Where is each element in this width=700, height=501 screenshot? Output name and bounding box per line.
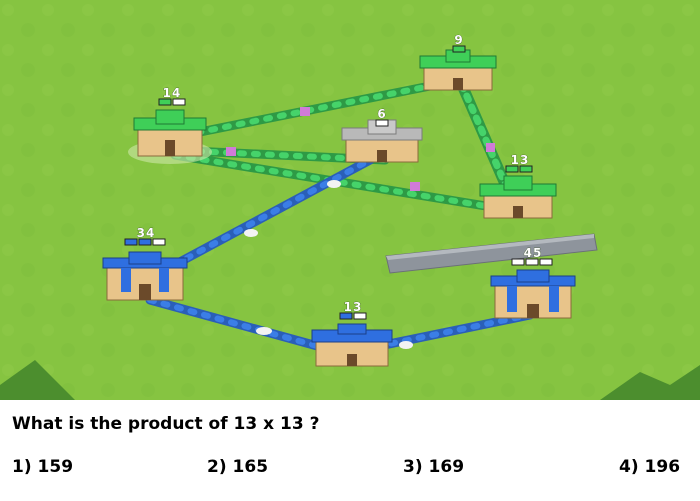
level-bar <box>158 98 186 106</box>
castle-blue-13[interactable] <box>311 323 393 367</box>
option-value: 169 <box>428 457 465 477</box>
troop-count: 13 <box>511 153 530 167</box>
troop-count: 45 <box>524 246 543 260</box>
castle-labels: 14 9 6 13 34 1 <box>124 33 553 320</box>
troop-count: 9 <box>454 33 463 47</box>
option-number: 1) <box>12 457 32 477</box>
stone-wall <box>385 233 598 274</box>
unit-white <box>327 180 341 188</box>
option-value: 165 <box>232 457 269 477</box>
quiz-panel: What is the product of 13 x 13 ? 1) 159 … <box>0 400 700 501</box>
troop-count: 13 <box>344 300 363 314</box>
unit-white <box>399 341 413 349</box>
troop-count: 14 <box>163 86 182 100</box>
castle-green-9[interactable] <box>419 49 497 91</box>
units <box>226 107 495 349</box>
level-bar <box>375 119 389 127</box>
option-value: 196 <box>644 457 681 477</box>
troop-count: 6 <box>377 107 386 121</box>
unit-pink <box>410 182 420 191</box>
castle-green-14[interactable] <box>128 109 212 164</box>
castle-neutral-6[interactable] <box>341 119 423 163</box>
game-scene: 14 9 6 13 34 1 <box>0 0 700 400</box>
castle-blue-34[interactable] <box>102 251 188 301</box>
level-bar <box>511 258 553 266</box>
level-bar <box>505 165 533 173</box>
answer-option-3[interactable]: 3) 169 <box>403 457 464 477</box>
castle-blue-45[interactable] <box>490 269 576 319</box>
level-bar <box>452 45 466 53</box>
unit-pink <box>486 143 495 152</box>
quiz-question: What is the product of 13 x 13 ? <box>12 414 320 434</box>
option-number: 2) <box>207 457 227 477</box>
troop-count: 34 <box>137 226 156 240</box>
hill-left <box>0 360 75 400</box>
hill-right <box>600 365 700 400</box>
answer-option-4[interactable]: 4) 196 <box>619 457 680 477</box>
answer-option-2[interactable]: 2) 165 <box>207 457 268 477</box>
castle-green-13[interactable] <box>479 175 557 219</box>
option-number: 4) <box>619 457 639 477</box>
level-bar <box>339 312 367 320</box>
unit-white <box>244 229 258 237</box>
unit-pink <box>300 107 310 116</box>
unit-white <box>256 327 272 335</box>
level-bar <box>124 238 166 246</box>
option-number: 3) <box>403 457 423 477</box>
game-board: 14 9 6 13 34 1 <box>0 0 700 400</box>
unit-pink <box>226 147 236 156</box>
option-value: 159 <box>37 457 74 477</box>
answer-option-1[interactable]: 1) 159 <box>12 457 73 477</box>
